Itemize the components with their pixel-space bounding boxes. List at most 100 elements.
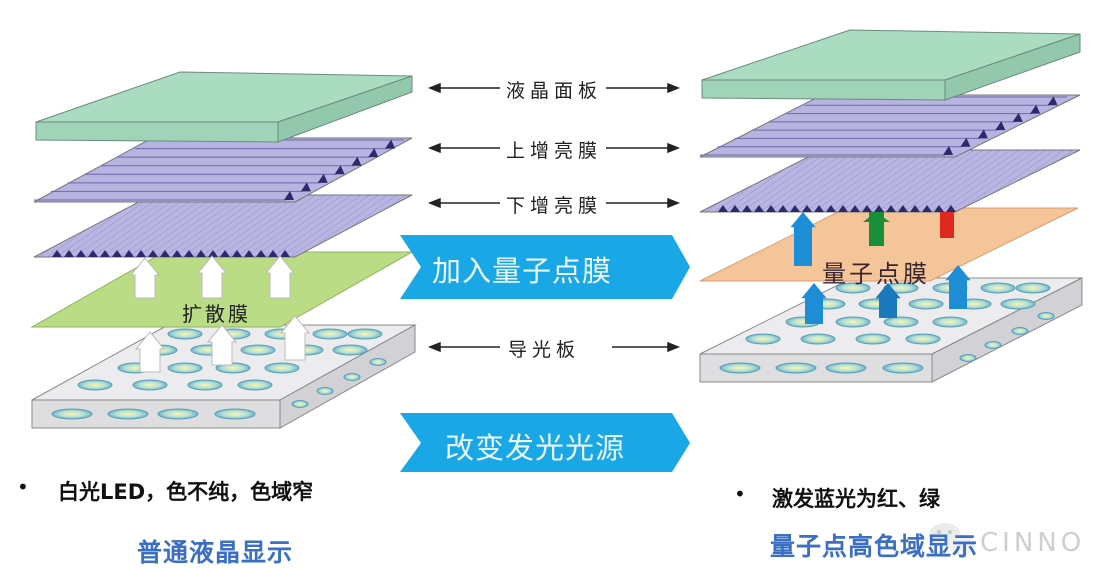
white-arrow-icon xyxy=(264,255,296,299)
right-caption: 量子点高色域显示 xyxy=(770,532,979,561)
prism-tooth xyxy=(334,165,345,175)
prism-tooth xyxy=(1047,96,1058,106)
led-dot xyxy=(932,316,968,328)
led-dot xyxy=(835,282,871,294)
bullet-dot: • xyxy=(17,475,29,499)
red-arrow-icon xyxy=(940,212,954,238)
banner-add-qd-film: 加入量子点膜 xyxy=(432,254,613,288)
led-dot xyxy=(264,362,300,374)
label-lcd-panel: 液晶面板 xyxy=(506,80,603,102)
led-dot xyxy=(312,328,348,340)
prism-tooth xyxy=(790,205,800,212)
prism-tooth xyxy=(730,205,740,212)
led-dot xyxy=(167,328,203,340)
blue-arrow-icon xyxy=(875,283,901,318)
prism-tooth xyxy=(268,250,278,257)
prism-tooth xyxy=(838,205,848,212)
prism-tooth xyxy=(280,250,290,257)
prism-tooth xyxy=(802,205,812,212)
prism-tooth xyxy=(718,205,728,212)
wechat-watermark-icon xyxy=(929,523,975,555)
prism-tooth xyxy=(88,250,98,257)
led-dot xyxy=(167,362,203,374)
prism-tooth xyxy=(385,139,396,149)
prism-tooth xyxy=(368,148,379,158)
prism-tooth xyxy=(100,250,110,257)
prism-tooth xyxy=(826,205,836,212)
right-stack xyxy=(699,29,1083,383)
right-bullet-text: 激发蓝光为红、绿 xyxy=(772,487,940,511)
prism-tooth xyxy=(112,250,122,257)
white-arrow-icon xyxy=(196,255,228,299)
led-dot xyxy=(959,354,977,362)
banner-add-qd-film-shape xyxy=(400,235,690,299)
prism-tooth xyxy=(946,205,956,212)
led-dot xyxy=(237,379,273,391)
led-dot xyxy=(1037,312,1055,320)
prism-tooth xyxy=(778,205,788,212)
label-light-guide: 导光板 xyxy=(508,339,581,361)
led-dot xyxy=(291,400,309,408)
led-dot xyxy=(347,328,383,340)
blue-arrow-icon xyxy=(945,265,971,309)
label-diffuser-film: 扩散膜 xyxy=(182,302,251,326)
prism-tooth xyxy=(160,250,170,257)
right-lcd-panel xyxy=(701,29,1081,101)
left-caption: 普通液晶显示 xyxy=(137,538,294,567)
prism-tooth xyxy=(922,205,932,212)
prism-tooth xyxy=(898,205,908,212)
prism-tooth xyxy=(136,250,146,257)
prism-tooth xyxy=(977,129,988,139)
double-arrow-icon xyxy=(427,82,681,94)
white-arrow-icon xyxy=(279,315,311,361)
center-connectors xyxy=(427,82,681,353)
double-arrow-icon xyxy=(427,197,681,209)
white-arrow-icon xyxy=(134,331,166,373)
double-arrow-icon xyxy=(427,142,681,154)
prism-tooth xyxy=(934,205,944,212)
prism-tooth xyxy=(124,250,134,257)
prism-tooth xyxy=(64,250,74,257)
prism-tooth xyxy=(351,156,362,166)
prism-tooth xyxy=(284,191,294,200)
prism-tooth xyxy=(220,250,230,257)
led-dot xyxy=(1000,298,1036,310)
led-dot xyxy=(1011,327,1029,335)
label-qd-film: 量子点膜 xyxy=(822,260,930,288)
prism-tooth xyxy=(943,146,953,155)
led-dot xyxy=(316,387,334,395)
left-lower-bef xyxy=(33,194,413,258)
white-arrow-icon xyxy=(129,257,161,299)
led-dot xyxy=(980,282,1016,294)
led-dot xyxy=(835,316,871,328)
prism-tooth xyxy=(148,250,158,257)
prism-tooth xyxy=(814,205,824,212)
led-dot xyxy=(343,373,361,381)
left-white-light-arrows xyxy=(129,255,311,373)
led-dot xyxy=(855,333,891,345)
led-dot xyxy=(187,379,223,391)
led-dot xyxy=(825,362,867,374)
led-dot xyxy=(1015,282,1051,294)
prism-tooth xyxy=(910,205,920,212)
blue-arrow-icon xyxy=(801,283,827,324)
prism-tooth xyxy=(850,205,860,212)
prism-tooth xyxy=(1030,104,1041,114)
led-dot xyxy=(240,344,276,356)
right-color-light-arrows xyxy=(790,212,971,324)
prism-tooth xyxy=(886,205,896,212)
prism-tooth xyxy=(76,250,86,257)
left-upper-bef xyxy=(33,137,413,203)
led-dot xyxy=(883,316,919,328)
led-dot xyxy=(984,341,1002,349)
prism-tooth xyxy=(244,250,254,257)
led-dot xyxy=(800,333,836,345)
led-dot xyxy=(157,408,199,420)
double-arrow-icon xyxy=(427,341,681,353)
led-dot xyxy=(369,358,387,366)
led-dot xyxy=(214,408,256,420)
led-dot xyxy=(908,298,944,310)
bullet-dot: • xyxy=(734,482,746,506)
led-dot xyxy=(77,379,113,391)
prism-tooth xyxy=(232,250,242,257)
